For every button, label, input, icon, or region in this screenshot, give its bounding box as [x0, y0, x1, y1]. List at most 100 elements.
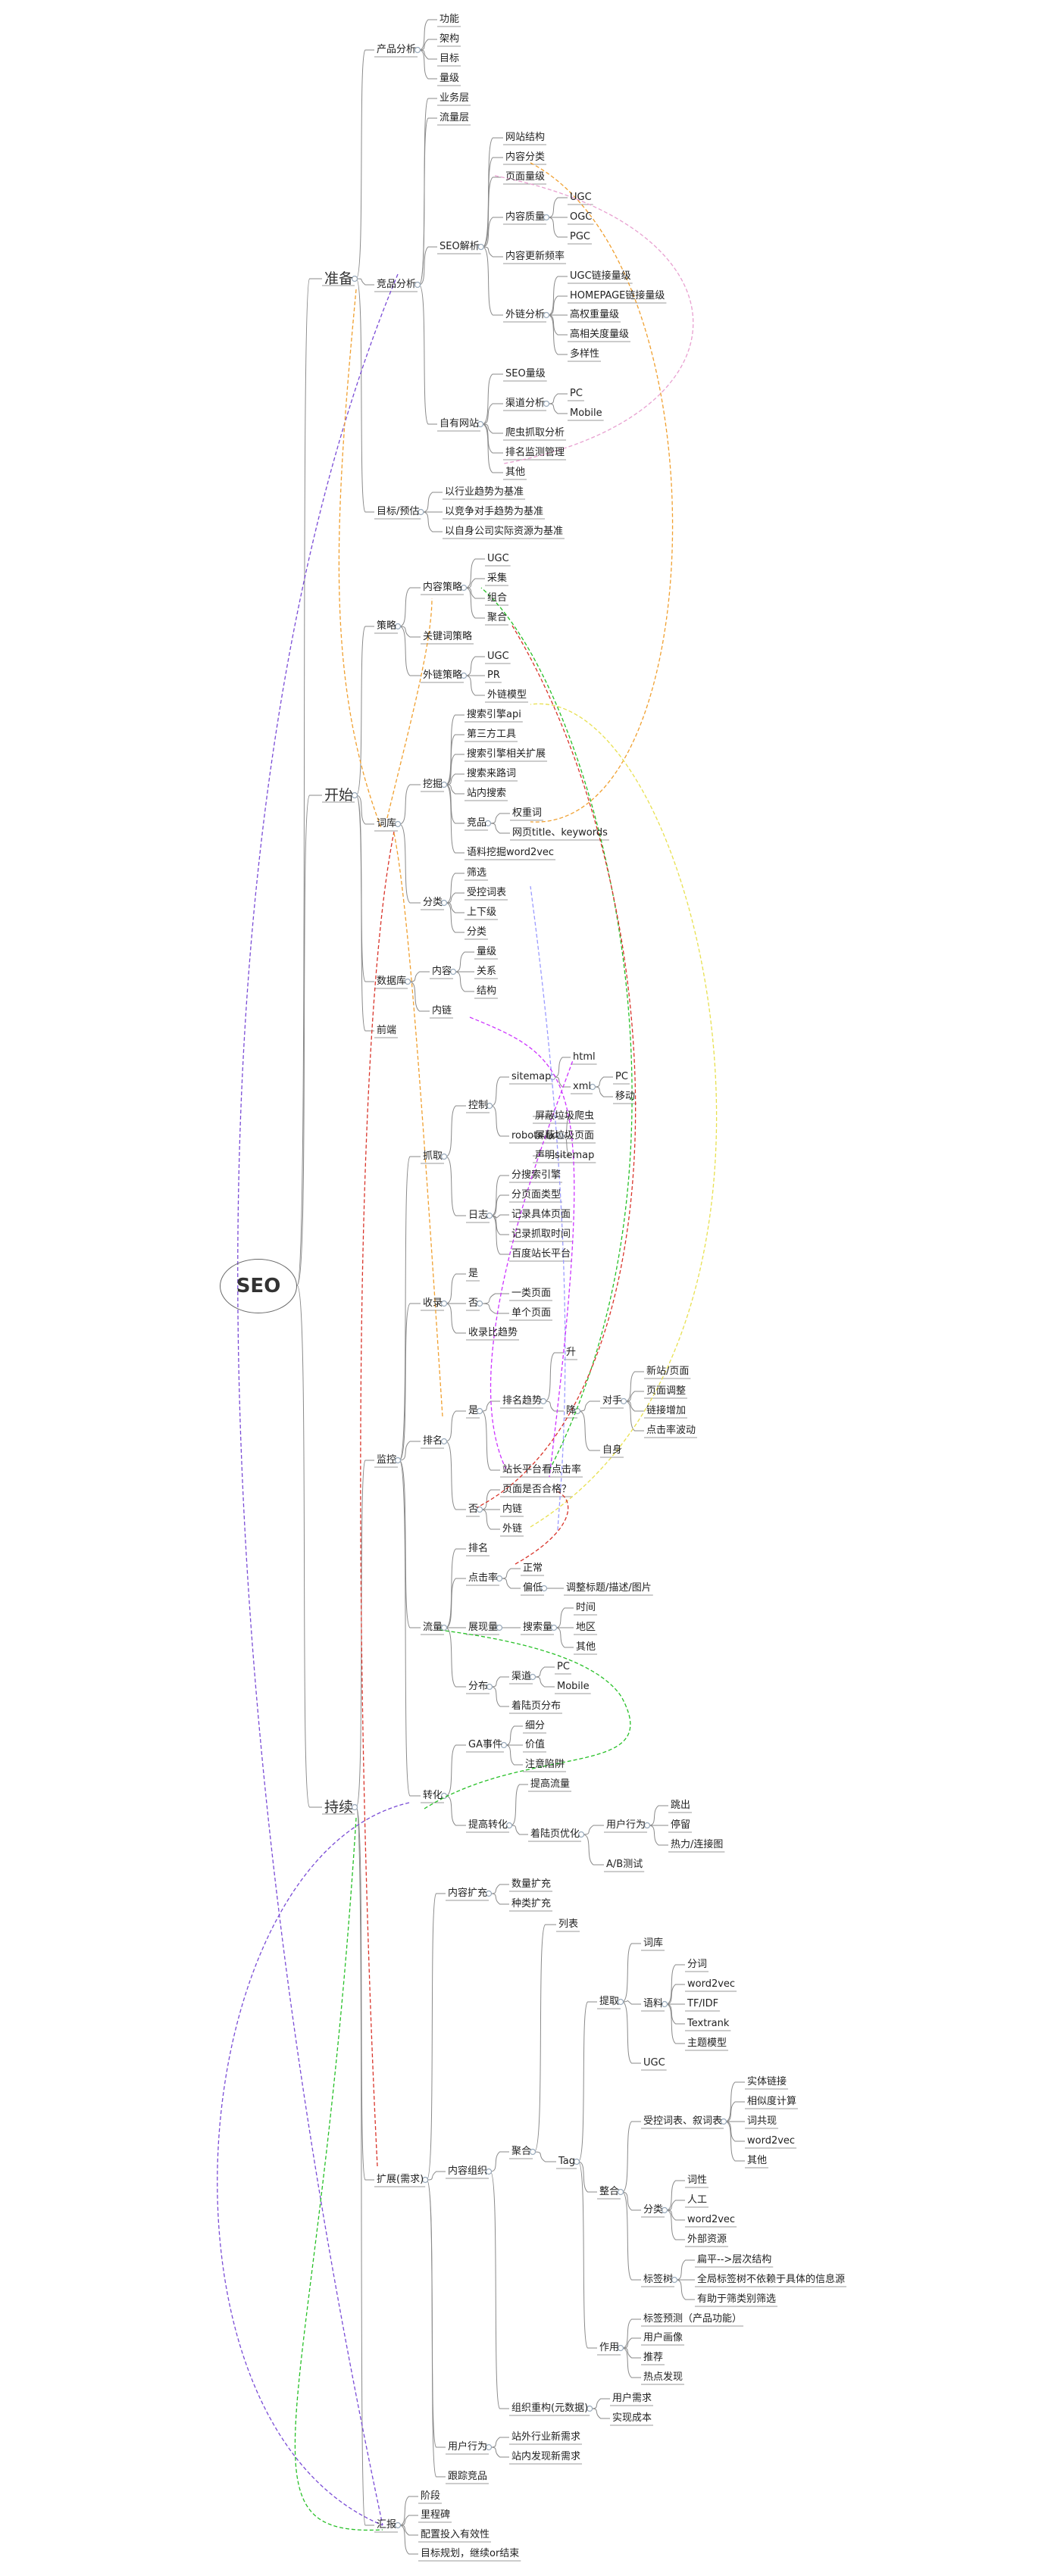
node-handle-ck: [394, 820, 402, 828]
edge-wlcl: [399, 626, 421, 676]
node-sl_y: 是: [468, 1268, 479, 1279]
edge-cpfx: [355, 49, 374, 279]
edge-wj2: [445, 734, 465, 785]
node-sl: 收录: [423, 1297, 443, 1309]
node-handle-ds: [620, 1397, 627, 1405]
relationship-line-3: [424, 1629, 631, 1809]
edge-mb3: [422, 511, 443, 532]
node-fb: 分布: [468, 1681, 489, 1692]
edge-pm_y: [445, 1410, 466, 1442]
node-zhh: 转化: [423, 1790, 443, 1801]
edge-zymb: [505, 1744, 523, 1766]
edge-zldy: [490, 1686, 509, 1707]
node-qt2: 其他: [576, 1641, 596, 1653]
node-ds4: 点击率波动: [646, 1425, 696, 1436]
node-pztr: 配置投入有效性: [421, 2529, 490, 2540]
edge-nrzz: [427, 2171, 446, 2181]
node-handle-nrcl: [460, 584, 468, 592]
node-wl1: UGC链接量级: [570, 270, 631, 282]
edge-pc4: [534, 1666, 555, 1678]
edge-sj: [555, 1607, 574, 1628]
node-kz2: 扩展(需求): [377, 2174, 424, 2185]
node-tq: 提取: [599, 1996, 620, 2007]
node-mob1: Mobile: [570, 407, 602, 419]
node-zywz: 自有网站: [439, 418, 480, 429]
node-bqs3: 有助于筛类别筛选: [697, 2293, 777, 2305]
node-handle-xml1: [589, 1083, 596, 1091]
node-nrfl: 内容分类: [505, 151, 546, 163]
edge-yhxq: [591, 2398, 610, 2409]
edge-rb3: [533, 1135, 571, 1157]
node-yl: 语料: [643, 1998, 664, 2009]
root-node-seo: SEO: [220, 1259, 297, 1313]
node-pc3: PC: [615, 1071, 628, 1082]
node-handle-zq: [440, 1153, 448, 1160]
node-wlmx: 外链模型: [487, 689, 527, 701]
edge-seosl: [481, 373, 503, 425]
node-ab: A/B测试: [606, 1859, 643, 1870]
edge-nrgx: [482, 246, 503, 258]
node-pr1: PR: [487, 670, 500, 681]
node-ugc4: UGC: [643, 2057, 665, 2069]
node-zzpt: 站长平台看点击率: [502, 1464, 582, 1475]
node-wzjg: 网站结构: [505, 132, 546, 143]
node-jpfx: 竞品分析: [377, 279, 417, 290]
edge-rz: [445, 1156, 466, 1216]
node-rdfx: 热点发现: [643, 2371, 683, 2383]
node-cp4: 量级: [439, 73, 460, 84]
edge-pgc1: [547, 217, 568, 238]
edge-ugc3: [465, 656, 485, 676]
node-jiang: 降: [566, 1405, 577, 1416]
node-jk: 监控: [377, 1454, 397, 1466]
edge-mbyg: [355, 278, 374, 513]
node-zc: 正常: [523, 1563, 543, 1574]
edge-ga: [445, 1744, 466, 1797]
edge-slkz: [490, 1884, 509, 1894]
node-rb2: 屏蔽垃圾页面: [535, 1130, 595, 1141]
node-handle-sjk: [404, 978, 411, 985]
edge-hb: [355, 1806, 374, 2526]
node-tfidf: TF/IDF: [687, 1998, 719, 2009]
edge-wj: [399, 784, 421, 825]
edge-mb1: [422, 492, 443, 513]
edge-fl1c: [446, 902, 465, 913]
node-handle-skcb: [720, 2118, 727, 2125]
node-ugc1: UGC: [570, 192, 592, 203]
edge-jg2: [454, 971, 474, 992]
edge-cp1: [418, 19, 437, 51]
node-wbzy: 外部资源: [687, 2234, 727, 2245]
edge-ugc4: [621, 2001, 641, 2064]
node-xsd: 相似度计算: [747, 2096, 797, 2107]
node-zymb: 注意陷阱: [525, 1759, 565, 1770]
node-jg2: 结构: [477, 985, 497, 997]
edge-zhg: [577, 2161, 597, 2193]
node-rl: 热力/连接图: [671, 1839, 724, 1850]
node-handle-nrkz: [485, 1890, 493, 1897]
node-handle-zxl: [496, 1624, 503, 1631]
edge-fl1d: [445, 902, 465, 933]
node-zxl: 展现量: [468, 1622, 499, 1633]
node-handle-qd2: [529, 1673, 536, 1681]
node-jz: 价值: [525, 1739, 546, 1750]
edge-pc3: [593, 1076, 613, 1088]
edge-kz2: [355, 1806, 374, 2181]
node-handle-zy: [617, 2344, 624, 2352]
edge-ds4: [624, 1400, 644, 1432]
node-gzjp: 跟踪竞品: [448, 2471, 488, 2482]
edge-bqs1: [675, 2259, 695, 2281]
node-handle-sl_n: [476, 1300, 483, 1307]
edge-skcb: [621, 2121, 641, 2193]
edge-zzcg: [490, 2171, 509, 2409]
relationship-line-14: [515, 1491, 569, 1565]
node-nr2: 内容: [432, 966, 452, 977]
node-qzc: 权重词: [512, 807, 543, 819]
node-zzzq: 爬虫抓取分析: [505, 427, 565, 439]
node-ds2: 页面调整: [646, 1385, 687, 1397]
node-handle-jh2: [529, 2148, 536, 2156]
edge-qzc: [490, 813, 510, 824]
edge-jk: [355, 1460, 374, 1808]
node-wj5: 站内搜索: [467, 788, 507, 799]
node-stlj: 实体链接: [747, 2076, 787, 2087]
edge-rz4: [490, 1215, 509, 1235]
edge-rl: [648, 1825, 668, 1846]
